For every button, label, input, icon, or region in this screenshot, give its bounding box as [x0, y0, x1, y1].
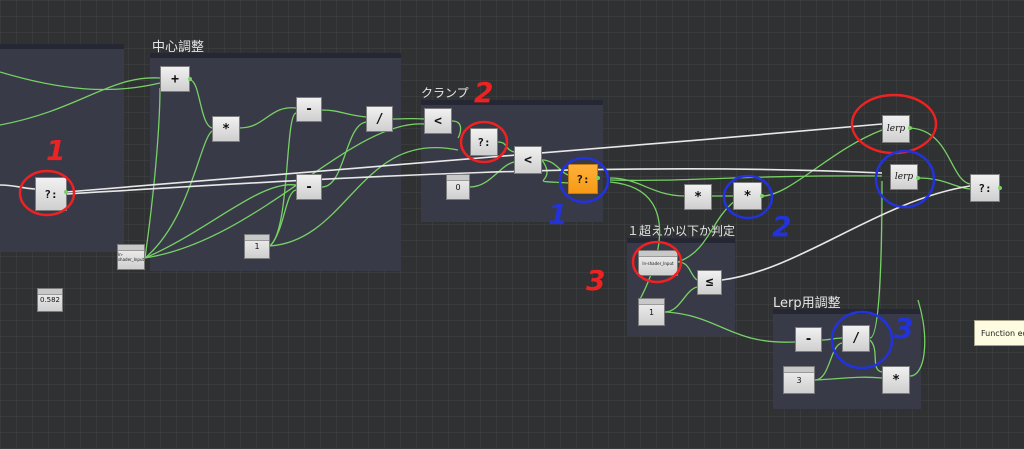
constant-node-zero[interactable]: 0 — [446, 174, 470, 200]
group-title-clamp: クランプ — [421, 86, 469, 100]
less-equal-node[interactable]: ≤ — [697, 270, 722, 295]
multiply-node-lerp[interactable]: * — [882, 366, 910, 394]
blue-circle-2 — [722, 174, 774, 220]
tooltip: Function editor — [974, 320, 1024, 346]
constant-node-one-range[interactable]: 1 — [638, 298, 665, 326]
annotation-blue-1: 1 — [548, 198, 568, 231]
multiply-node-b[interactable]: * — [733, 182, 762, 210]
shader-input-node[interactable]: ln-shader_Input — [117, 244, 145, 270]
port[interactable] — [596, 176, 600, 180]
constant-node-one-center[interactable]: 1 — [244, 234, 270, 259]
port[interactable] — [64, 190, 68, 194]
port[interactable] — [998, 186, 1002, 190]
annotation-red-2: 2 — [474, 76, 494, 109]
group-title-center: 中心調整 — [152, 40, 205, 55]
divide-node-lerp[interactable]: / — [842, 325, 870, 352]
condition-node-right[interactable]: ?: — [970, 174, 1000, 202]
group-title-range: １超えか以下か判定 — [627, 224, 736, 238]
red-circle-3 — [631, 240, 683, 284]
subtract-node-mid[interactable]: - — [296, 174, 322, 200]
divide-node-center[interactable]: / — [366, 106, 393, 132]
port[interactable] — [188, 77, 192, 81]
red-circle-1 — [18, 169, 76, 217]
group-title-lerp: Lerp用調整 — [773, 296, 841, 311]
annotation-red-1: 1 — [46, 134, 66, 167]
port[interactable] — [916, 176, 920, 180]
group-left — [0, 44, 124, 252]
annotation-blue-3: 3 — [894, 312, 914, 345]
less-than-node-2[interactable]: < — [514, 146, 542, 174]
port[interactable] — [760, 194, 764, 198]
less-than-node-1[interactable]: < — [424, 108, 452, 134]
blue-circle-1 — [558, 156, 610, 204]
multiply-node-a[interactable]: * — [684, 184, 712, 210]
shader-input-node-range[interactable]: ln-shader_Input — [638, 250, 678, 276]
condition-node-selected[interactable]: ?: — [568, 164, 598, 194]
red-circle-lerp — [850, 93, 938, 155]
value-display-node[interactable]: 0.582 — [37, 288, 63, 312]
group-center[interactable] — [150, 53, 401, 271]
red-circle-2 — [459, 120, 509, 164]
subtract-node-lerp[interactable]: - — [795, 327, 822, 352]
condition-node-clamp[interactable]: ?: — [470, 128, 498, 156]
constant-node-three[interactable]: 3 — [783, 366, 815, 394]
blue-circle-lerp — [874, 149, 936, 209]
multiply-node-center[interactable]: * — [212, 116, 240, 142]
add-node[interactable]: + — [160, 66, 190, 92]
condition-node-left[interactable]: ?: — [35, 177, 67, 211]
annotation-red-3: 3 — [586, 264, 606, 297]
subtract-node-top[interactable]: - — [296, 97, 322, 122]
annotation-blue-2: 2 — [772, 210, 792, 243]
port[interactable] — [908, 126, 912, 130]
blue-circle-3 — [830, 310, 894, 370]
